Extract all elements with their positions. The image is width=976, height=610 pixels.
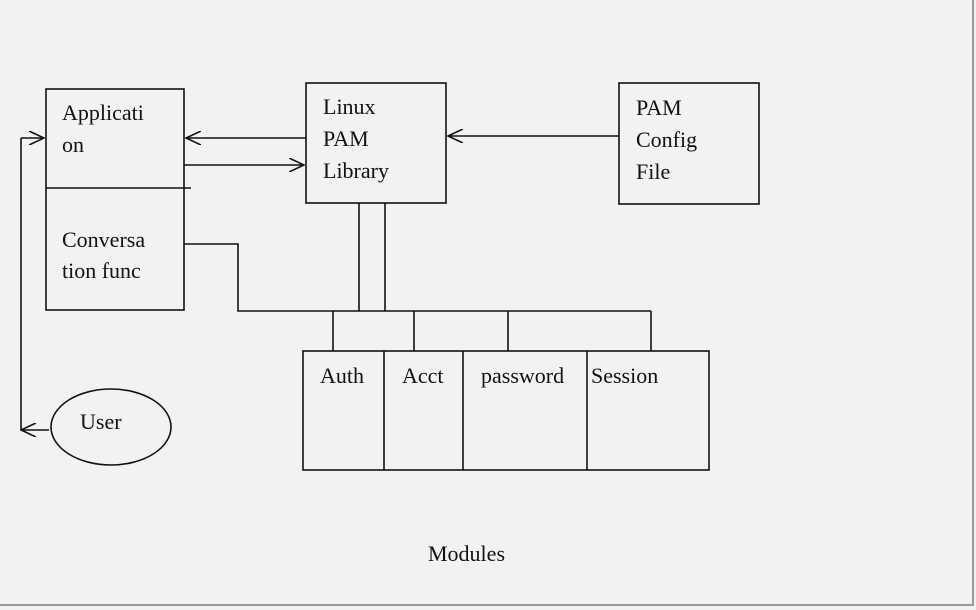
application-label-line1: Applicati (62, 100, 144, 125)
pam-library-label-line2: PAM (323, 126, 369, 151)
pam-library-box (305, 82, 447, 204)
pam-config-label-line2: Config (636, 127, 698, 152)
conversation-label-line1: Conversa (62, 227, 146, 252)
conversation-bus (184, 243, 651, 312)
user-ellipse (50, 388, 172, 466)
conversation-label-line2: tion func (62, 258, 141, 283)
pam-config-label-line3: File (636, 159, 671, 184)
pam-library-label-line1: Linux (323, 94, 376, 119)
module-session-label: Session (591, 363, 659, 388)
application-label-line2: on (62, 132, 84, 157)
pam-config-box (618, 82, 760, 205)
module-acct-label: Acct (402, 363, 444, 388)
module-auth-label: Auth (320, 363, 364, 388)
pam-config-label-line1: PAM (636, 95, 682, 120)
module-password-label: password (481, 363, 565, 388)
modules-box (302, 350, 710, 471)
modules-caption: Modules (428, 541, 505, 566)
application-box (45, 88, 185, 311)
pam-library-label-line3: Library (323, 158, 389, 183)
user-label: User (80, 409, 122, 434)
